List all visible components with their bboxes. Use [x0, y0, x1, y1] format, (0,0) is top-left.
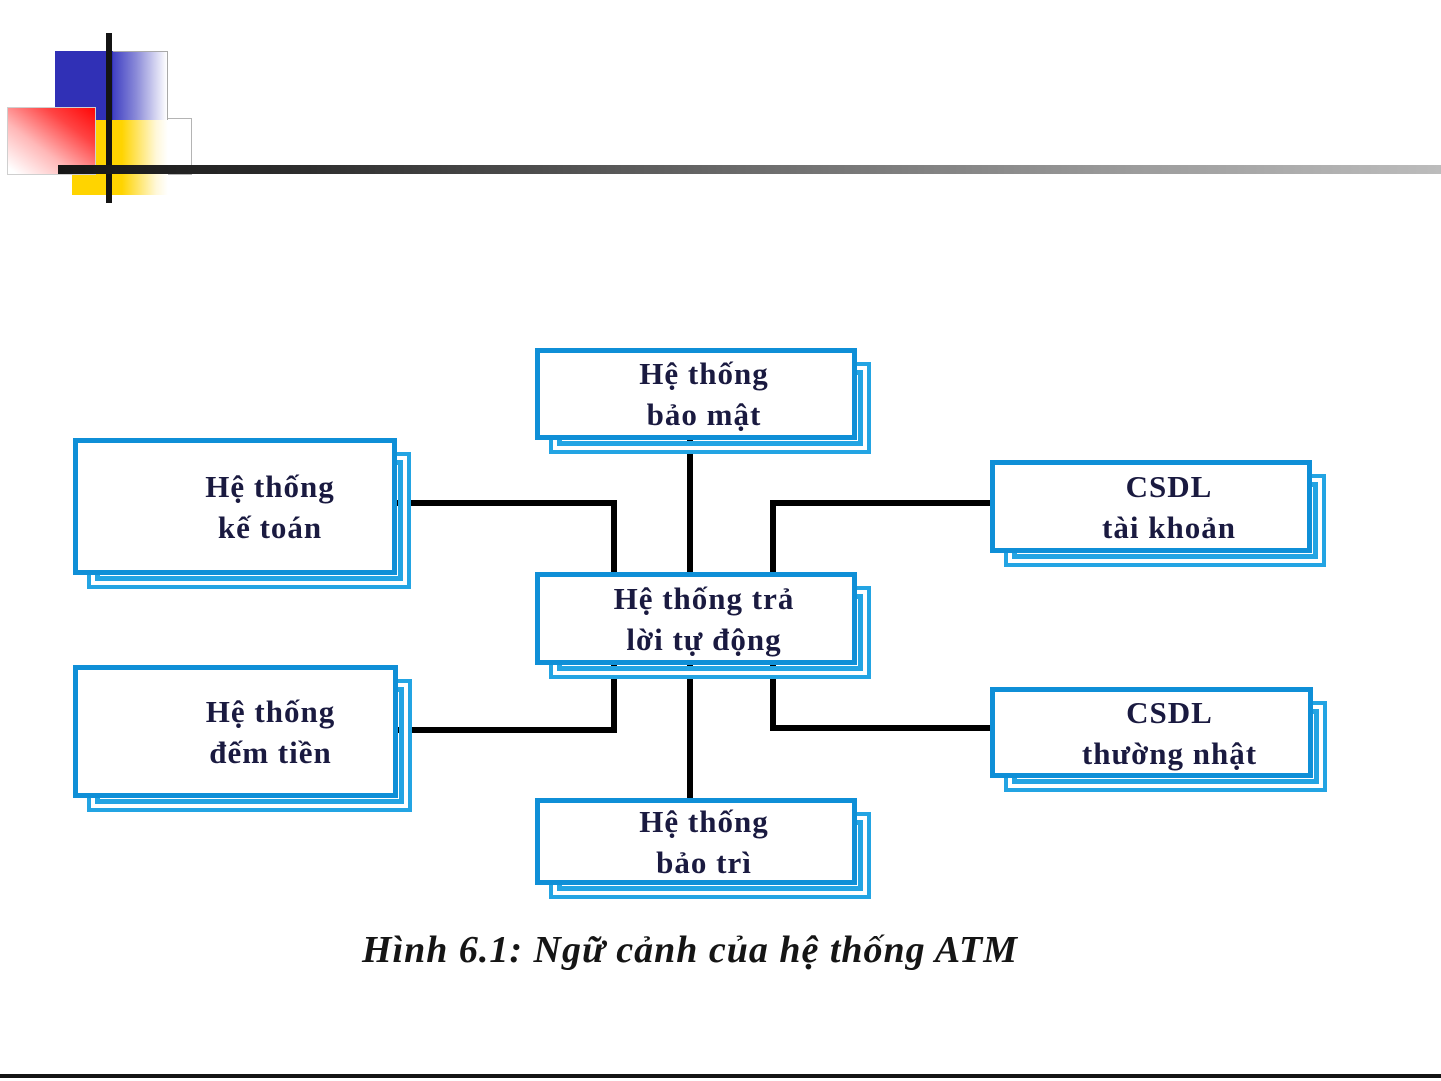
node-auto-answer: Hệ thống trả lời tự động	[535, 572, 871, 679]
footer-rule	[0, 1074, 1441, 1078]
node-label-line: CSDL	[1126, 694, 1213, 730]
node-label-line: CSDL	[1125, 468, 1213, 504]
node-label: Hệ thống đếm tiền	[73, 665, 398, 798]
connector-maintenance-v	[687, 663, 693, 800]
node-label: Hệ thống kế toán	[73, 438, 397, 575]
connector-counting-h	[398, 727, 617, 733]
figure-caption: Hình 6.1: Ngữ cảnh của hệ thống ATM	[361, 929, 1019, 971]
node-label-line: Hệ thống trả	[613, 580, 795, 616]
node-label-line: bảo mật	[646, 397, 762, 432]
node-label-line: Hệ thống	[639, 356, 769, 391]
node-maintenance: Hệ thống bảo trì	[535, 798, 871, 899]
connector-accounting-h	[397, 500, 617, 506]
logo-vertical-line	[106, 33, 112, 203]
node-label-line: lời tự động	[626, 621, 782, 657]
node-label: Hệ thống bảo trì	[535, 798, 857, 885]
node-db-accounts: CSDL tài khoản	[990, 460, 1326, 567]
connector-security-v	[687, 438, 693, 574]
node-label-line: đếm tiền	[209, 734, 332, 770]
logo-blue-gradient-square	[110, 51, 168, 122]
node-label-line: kế toán	[217, 509, 323, 545]
connector-counting-v	[611, 663, 617, 733]
logo-red-square	[7, 107, 96, 175]
connector-db-daily-v	[770, 663, 776, 728]
node-label-line: Hệ thống	[205, 693, 336, 729]
node-label-line: thường nhật	[1081, 735, 1258, 771]
node-label: Hệ thống bảo mật	[535, 348, 857, 440]
node-counting: Hệ thống đếm tiền	[73, 665, 412, 812]
node-security: Hệ thống bảo mật	[535, 348, 871, 454]
node-label: CSDL tài khoản	[990, 460, 1312, 553]
node-label-line: tài khoản	[1102, 509, 1236, 545]
header-rule	[58, 165, 1441, 174]
node-label-line: bảo trì	[656, 844, 752, 880]
node-label-line: Hệ thống	[205, 468, 335, 504]
node-accounting: Hệ thống kế toán	[73, 438, 411, 589]
node-label: CSDL thường nhật	[990, 687, 1313, 778]
node-label: Hệ thống trả lời tự động	[535, 572, 857, 665]
connector-db-accounts-h	[770, 500, 990, 506]
connector-db-daily-h	[770, 725, 990, 731]
connector-accounting-v	[611, 500, 617, 574]
node-db-daily: CSDL thường nhật	[990, 687, 1327, 792]
node-label-line: Hệ thống	[639, 803, 769, 839]
connector-db-accounts-v	[770, 500, 776, 574]
